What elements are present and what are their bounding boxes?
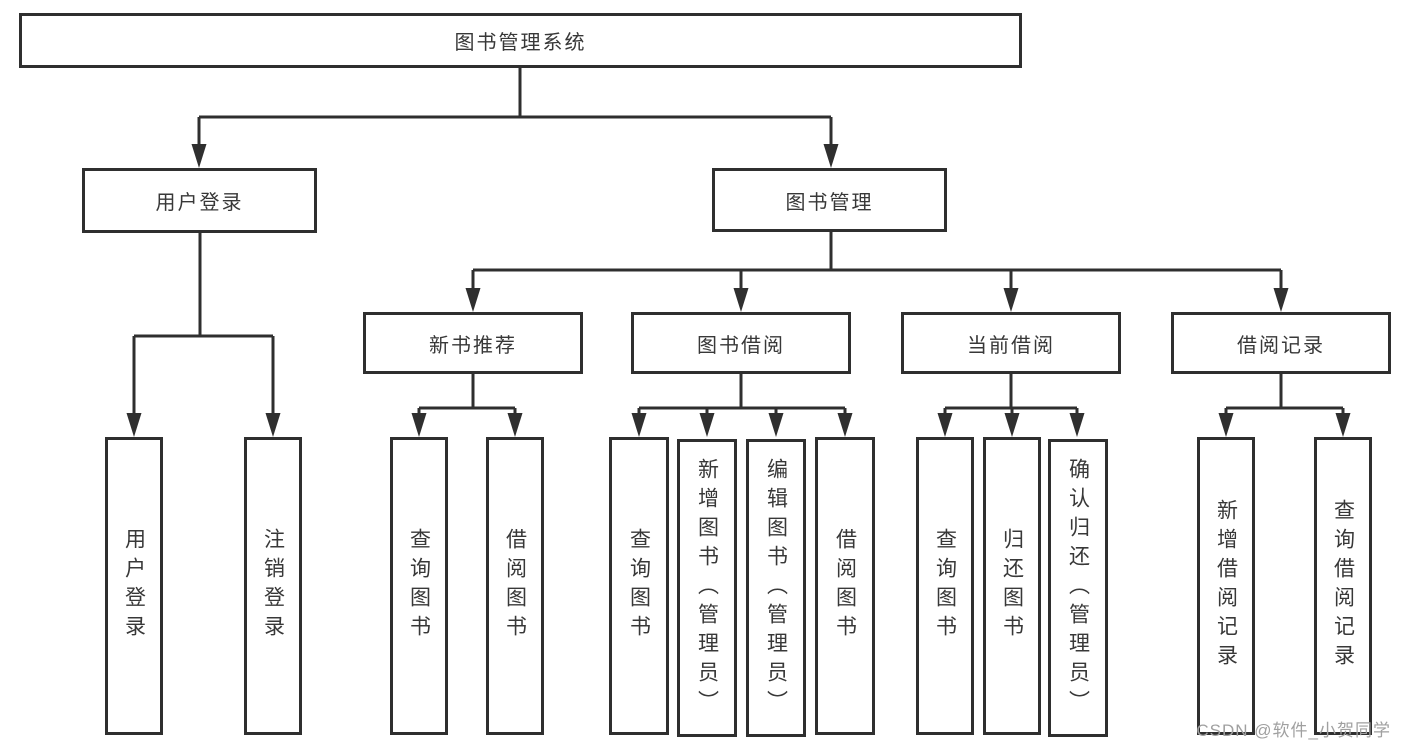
node-leaf-edit-book-admin: 编辑图书（管理员）	[746, 439, 806, 737]
node-borrow-records: 借阅记录	[1171, 312, 1391, 374]
node-leaf-user-login: 用户登录	[105, 437, 163, 735]
node-root-system: 图书管理系统	[19, 13, 1022, 68]
node-current-borrowing: 当前借阅	[901, 312, 1121, 374]
node-leaf-edit-book-admin-label: 编辑图书（管理员）	[764, 457, 788, 719]
node-leaf-query-book-current: 查询图书	[916, 437, 974, 735]
node-leaf-borrow-book-recommend: 借阅图书	[486, 437, 544, 735]
node-leaf-user-login-label: 用户登录	[122, 528, 146, 644]
node-current-borrowing-label: 当前借阅	[967, 334, 1055, 357]
node-user-login-branch: 用户登录	[82, 168, 317, 233]
node-leaf-borrow-book: 借阅图书	[815, 437, 875, 735]
node-leaf-logout: 注销登录	[244, 437, 302, 735]
node-leaf-borrow-book-label: 借阅图书	[833, 528, 857, 644]
node-leaf-query-book-borrow-label: 查询图书	[627, 528, 651, 644]
node-root-label: 图书管理系统	[454, 32, 587, 54]
node-leaf-query-book-recommend-label: 查询图书	[407, 528, 431, 644]
node-leaf-return-book: 归还图书	[983, 437, 1041, 735]
node-book-management-label: 图书管理	[785, 191, 874, 214]
node-leaf-add-borrow-record-label: 新增借阅记录	[1214, 499, 1238, 673]
node-new-book-recommend-label: 新书推荐	[429, 334, 517, 357]
node-leaf-add-borrow-record: 新增借阅记录	[1197, 437, 1255, 735]
node-leaf-add-book-admin: 新增图书（管理员）	[677, 439, 737, 737]
node-new-book-recommend: 新书推荐	[363, 312, 583, 374]
node-book-borrowing: 图书借阅	[631, 312, 851, 374]
node-leaf-query-book-borrow: 查询图书	[609, 437, 669, 735]
node-borrow-records-label: 借阅记录	[1237, 334, 1325, 357]
node-book-management: 图书管理	[712, 168, 947, 232]
node-leaf-borrow-book-recommend-label: 借阅图书	[503, 528, 527, 644]
node-book-borrowing-label: 图书借阅	[697, 334, 785, 357]
node-leaf-confirm-return-admin-label: 确认归还（管理员）	[1066, 457, 1090, 719]
node-leaf-query-borrow-record-label: 查询借阅记录	[1331, 499, 1355, 673]
watermark-text: CSDN @软件_小贺同学	[1196, 721, 1391, 740]
node-user-login-branch-label: 用户登录	[155, 192, 244, 214]
node-leaf-confirm-return-admin: 确认归还（管理员）	[1048, 439, 1108, 737]
node-leaf-add-book-admin-label: 新增图书（管理员）	[695, 457, 719, 719]
node-leaf-logout-label: 注销登录	[261, 528, 285, 644]
node-leaf-return-book-label: 归还图书	[1000, 528, 1024, 644]
connector-paths	[132, 68, 1345, 417]
node-leaf-query-borrow-record: 查询借阅记录	[1314, 437, 1372, 735]
arrowheads	[126, 144, 1351, 437]
node-leaf-query-book-recommend: 查询图书	[390, 437, 448, 735]
node-leaf-query-book-current-label: 查询图书	[933, 528, 957, 644]
